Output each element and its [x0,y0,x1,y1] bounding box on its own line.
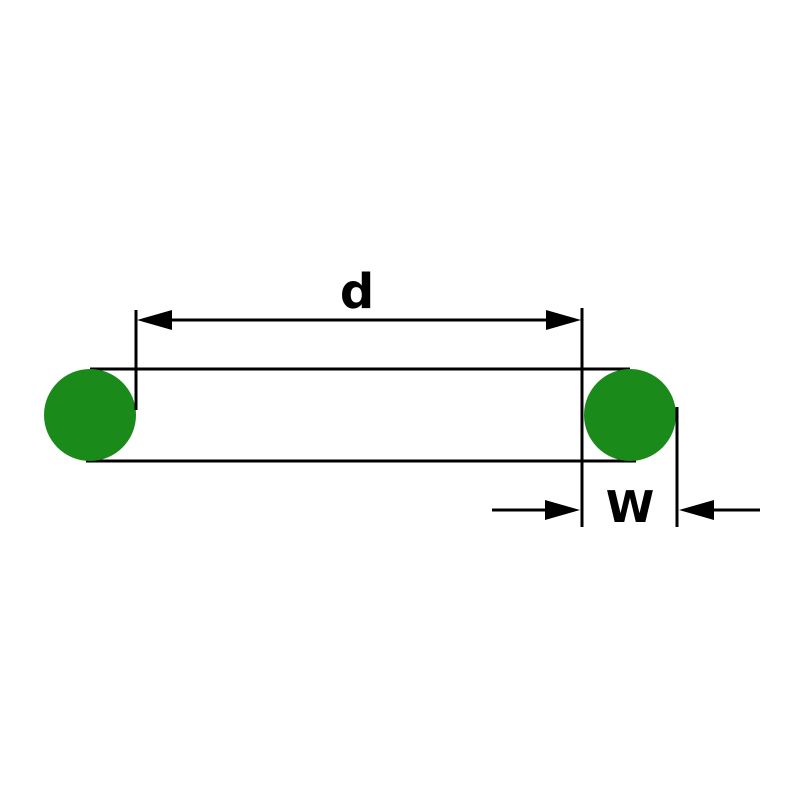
d-dimension-label: d [340,264,374,320]
oring-left-cross-section [44,369,136,461]
d-arrowhead-right-icon [546,310,581,330]
w-arrowhead-right-icon [679,500,714,520]
w-arrowhead-left-icon [545,500,580,520]
oring-right-cross-section [584,369,676,461]
w-dimension-label: W [606,482,655,533]
d-arrowhead-left-icon [137,310,172,330]
